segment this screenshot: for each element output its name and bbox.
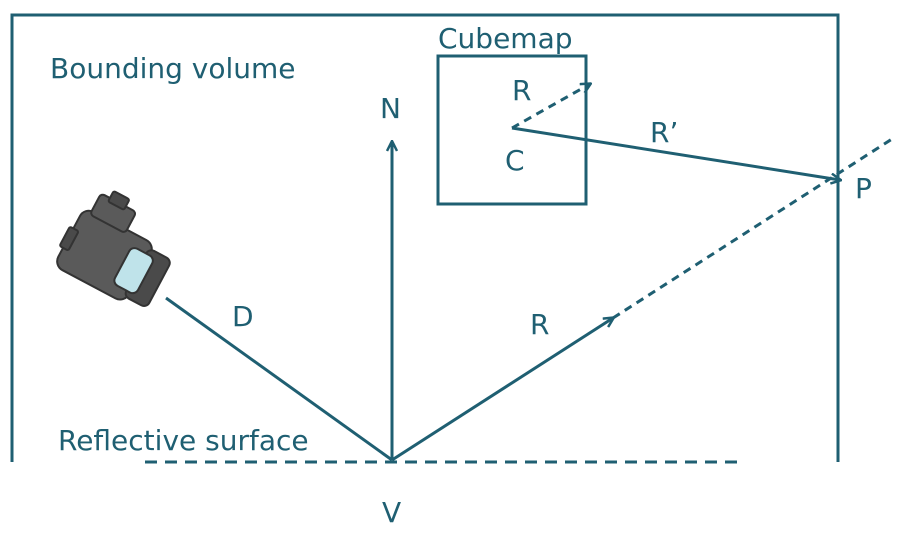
vertex-label: V xyxy=(382,496,401,529)
incident-ray-d xyxy=(165,296,393,462)
intersection-label: P xyxy=(855,172,872,205)
center-label: C xyxy=(505,144,525,177)
reflective-surface-label: Reflective surface xyxy=(58,424,309,457)
normal-label: N xyxy=(380,92,401,125)
cubemap-ray-r xyxy=(511,84,590,130)
corrected-ray-r-prime xyxy=(511,126,840,180)
bounding-volume-label: Bounding volume xyxy=(50,52,296,85)
bounding-volume-outline xyxy=(10,13,840,462)
cubemap-reflected-label: R xyxy=(512,74,531,107)
reflected-label: R xyxy=(530,308,549,341)
cubemap-box xyxy=(436,54,588,206)
video-camera-icon xyxy=(56,190,171,307)
corrected-label: R’ xyxy=(650,116,678,149)
incident-label: D xyxy=(232,300,254,333)
cubemap-label: Cubemap xyxy=(438,22,573,55)
reflected-ray-r xyxy=(391,318,613,462)
